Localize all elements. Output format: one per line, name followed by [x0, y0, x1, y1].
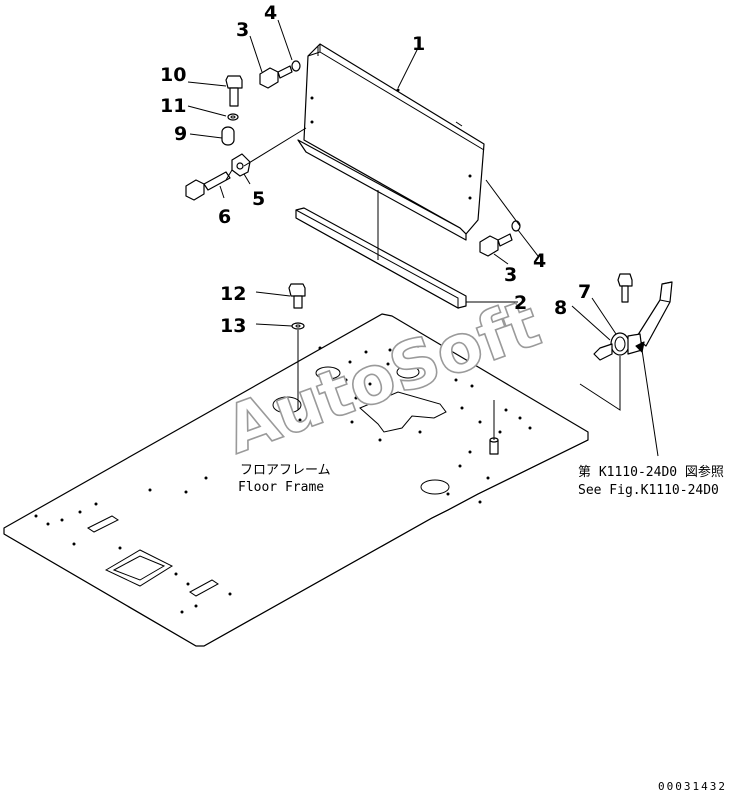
callout-11: 11 — [160, 95, 186, 117]
floor-frame-plate — [3, 313, 589, 647]
callout-5: 5 — [252, 188, 265, 210]
leader-lines — [187, 19, 659, 457]
callout-3-right: 3 — [504, 264, 517, 286]
callout-4-top: 4 — [264, 2, 277, 24]
floor-frame-label-jp: フロアフレーム — [240, 463, 331, 478]
bolt-12 — [288, 283, 306, 330]
bolt-10 — [225, 75, 243, 121]
callout-13: 13 — [220, 315, 246, 337]
seal-strip — [295, 207, 467, 309]
callout-9: 9 — [174, 123, 187, 145]
bracket-assembly — [185, 126, 251, 201]
callout-4-right: 4 — [533, 250, 546, 272]
bolt-3-top — [259, 60, 301, 89]
callout-1: 1 — [412, 33, 425, 55]
floor-frame-label-en: Floor Frame — [238, 480, 324, 495]
reference-label-en: See Fig.K1110-24D0 — [578, 483, 719, 498]
callout-3-top: 3 — [236, 19, 249, 41]
reference-label-jp: 第 K1110-24D0 図参照 — [578, 464, 724, 480]
bolt-3-right — [479, 220, 521, 257]
cover-panel — [297, 43, 485, 241]
document-number: 00031432 — [658, 780, 727, 793]
callout-7: 7 — [578, 281, 591, 303]
harness-grommet — [579, 273, 673, 411]
callout-12: 12 — [220, 283, 246, 305]
callout-numbers: 1 2 3 3 4 4 5 6 7 8 9 10 11 12 13 — [160, 2, 591, 337]
callout-10: 10 — [160, 64, 186, 86]
callout-2: 2 — [514, 292, 527, 314]
callout-8: 8 — [554, 297, 567, 319]
callout-6: 6 — [218, 206, 231, 228]
